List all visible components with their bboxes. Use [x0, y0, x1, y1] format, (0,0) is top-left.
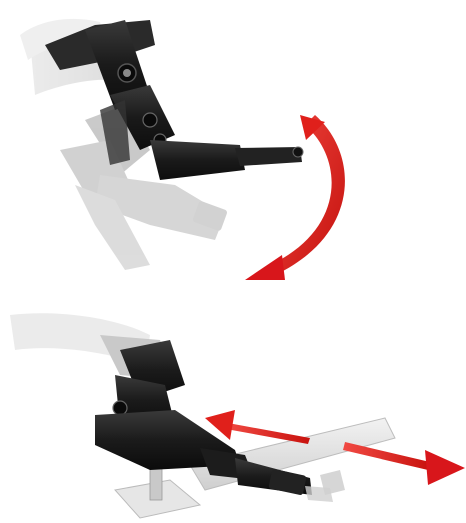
slide-arrow-left [205, 410, 310, 444]
slide-arrow-right [343, 442, 465, 485]
rotation-illustration-panel [0, 0, 466, 290]
rotation-illustration [0, 0, 466, 290]
slide-illustration-panel [0, 290, 466, 523]
rotation-arrow [245, 115, 345, 280]
slide-illustration [0, 290, 466, 523]
mount-base [115, 465, 200, 518]
